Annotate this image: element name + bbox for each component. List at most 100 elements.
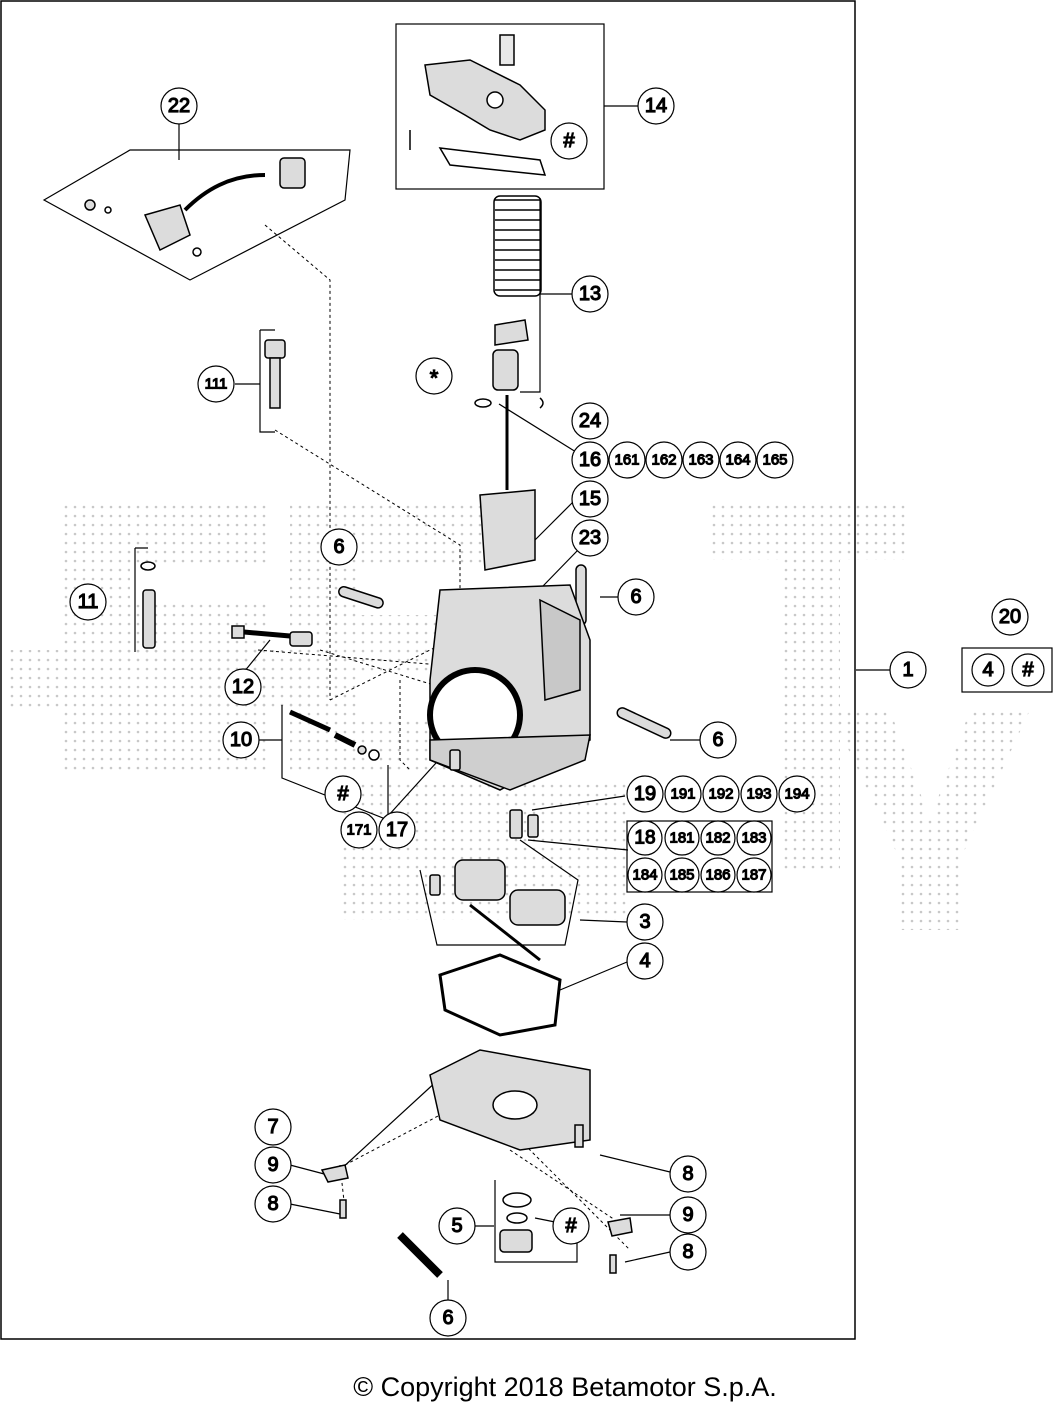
callout-8-left: 8 xyxy=(254,1185,292,1223)
svg-text:111: 111 xyxy=(205,376,228,393)
callout-11: 11 xyxy=(69,583,107,621)
svg-text:191: 191 xyxy=(670,786,695,803)
svg-text:171: 171 xyxy=(346,822,371,839)
svg-text:#: # xyxy=(337,783,349,805)
callout-8-right-upper: 8 xyxy=(669,1155,707,1193)
jet-18 xyxy=(509,809,523,839)
callout-23: 23 xyxy=(571,519,609,557)
svg-text:1: 1 xyxy=(902,659,913,681)
svg-text:187: 187 xyxy=(741,867,766,884)
callout-17: 17 xyxy=(378,811,416,849)
callout-hash-top: # xyxy=(550,122,588,160)
drain-plug-5 xyxy=(499,1192,533,1253)
svg-text:20: 20 xyxy=(999,606,1021,628)
svg-text:16: 16 xyxy=(579,449,601,471)
callout-182: 182 xyxy=(700,820,736,856)
svg-text:161: 161 xyxy=(614,452,639,469)
screw-8-left xyxy=(339,1199,347,1219)
callout-164: 164 xyxy=(719,441,757,479)
svg-text:*: * xyxy=(430,366,439,391)
callouts: 1 3 4 5 6 6 6 6 7 8 8 8 9 9 10 11 12 13 … xyxy=(69,87,1045,1337)
callout-6-top-left: 6 xyxy=(320,528,358,566)
callout-8-right-lower: 8 xyxy=(669,1233,707,1271)
callout-183: 183 xyxy=(736,820,772,856)
screw-12 xyxy=(231,625,313,647)
svg-text:6: 6 xyxy=(630,586,641,608)
pilot-air-screw-11 xyxy=(140,561,156,649)
o-ring-star xyxy=(474,398,492,408)
svg-text:10: 10 xyxy=(230,729,252,751)
svg-text:3: 3 xyxy=(639,911,650,933)
svg-text:17: 17 xyxy=(386,819,408,841)
svg-text:15: 15 xyxy=(579,488,601,510)
callout-3: 3 xyxy=(626,903,664,941)
callout-14: 14 xyxy=(637,87,675,125)
clip-24 xyxy=(539,397,544,409)
callout-6-bottom: 6 xyxy=(429,1299,467,1337)
svg-text:6: 6 xyxy=(712,729,723,751)
svg-text:194: 194 xyxy=(784,786,809,803)
svg-text:22: 22 xyxy=(168,95,190,117)
throttle-valve xyxy=(479,489,536,571)
callout-20: 20 xyxy=(991,598,1029,636)
svg-text:182: 182 xyxy=(705,830,730,847)
callout-9-left: 9 xyxy=(254,1146,292,1184)
hose-6-upper-left xyxy=(338,585,384,609)
svg-text:8: 8 xyxy=(682,1163,693,1185)
svg-text:19: 19 xyxy=(634,783,656,805)
svg-text:24: 24 xyxy=(579,410,601,432)
callout-4: 4 xyxy=(626,942,664,980)
svg-text:4: 4 xyxy=(982,659,993,681)
callout-111: 111 xyxy=(197,365,235,403)
callout-9-right: 9 xyxy=(669,1196,707,1234)
svg-text:14: 14 xyxy=(645,95,667,117)
bracket-9-right xyxy=(607,1217,633,1237)
screw-10 xyxy=(288,709,380,761)
bracket-9-left xyxy=(320,1164,349,1183)
carburetor-body xyxy=(427,584,591,791)
callout-6-right-lower: 6 xyxy=(699,721,737,759)
callout-185: 185 xyxy=(664,857,700,893)
callout-194: 194 xyxy=(778,775,816,813)
hose-6-bottom xyxy=(397,1232,443,1278)
callout-161: 161 xyxy=(608,441,646,479)
copyright-notice: © Copyright 2018 Betamotor S.p.A. xyxy=(353,1372,777,1402)
callout-181: 181 xyxy=(664,820,700,856)
svg-text:185: 185 xyxy=(669,867,694,884)
callout-22: 22 xyxy=(160,87,198,125)
svg-text:181: 181 xyxy=(669,830,694,847)
callout-192: 192 xyxy=(702,775,740,813)
spring-seat xyxy=(494,319,529,346)
callout-12: 12 xyxy=(224,668,262,706)
svg-text:164: 164 xyxy=(725,452,750,469)
callout-13: 13 xyxy=(571,275,609,313)
callout-187: 187 xyxy=(736,857,772,893)
callout-6-right-upper: 6 xyxy=(617,578,655,616)
svg-text:23: 23 xyxy=(579,527,601,549)
throttle-cover xyxy=(409,34,547,176)
svg-text:9: 9 xyxy=(267,1154,278,1176)
hose-6-right xyxy=(616,707,672,739)
jet-17 xyxy=(449,749,461,771)
svg-text:6: 6 xyxy=(442,1307,453,1329)
svg-text:12: 12 xyxy=(232,676,254,698)
callout-hash-bottom: # xyxy=(552,1207,590,1245)
callout-163: 163 xyxy=(682,441,720,479)
svg-text:162: 162 xyxy=(651,452,676,469)
callout-star: * xyxy=(415,357,453,395)
callout-19: 19 xyxy=(626,775,664,813)
callout-1: 1 xyxy=(889,651,927,689)
svg-text:5: 5 xyxy=(451,1215,462,1237)
callout-191: 191 xyxy=(664,775,702,813)
callout-kit20-hash: # xyxy=(1011,653,1045,687)
svg-text:193: 193 xyxy=(746,786,771,803)
svg-text:13: 13 xyxy=(579,283,601,305)
svg-text:183: 183 xyxy=(741,830,766,847)
needle-clip-holder xyxy=(492,349,519,391)
callout-193: 193 xyxy=(740,775,778,813)
svg-text:165: 165 xyxy=(762,452,787,469)
callout-15: 15 xyxy=(571,480,609,518)
callout-kit20-4: 4 xyxy=(971,653,1005,687)
callout-16: 16 xyxy=(571,441,609,479)
